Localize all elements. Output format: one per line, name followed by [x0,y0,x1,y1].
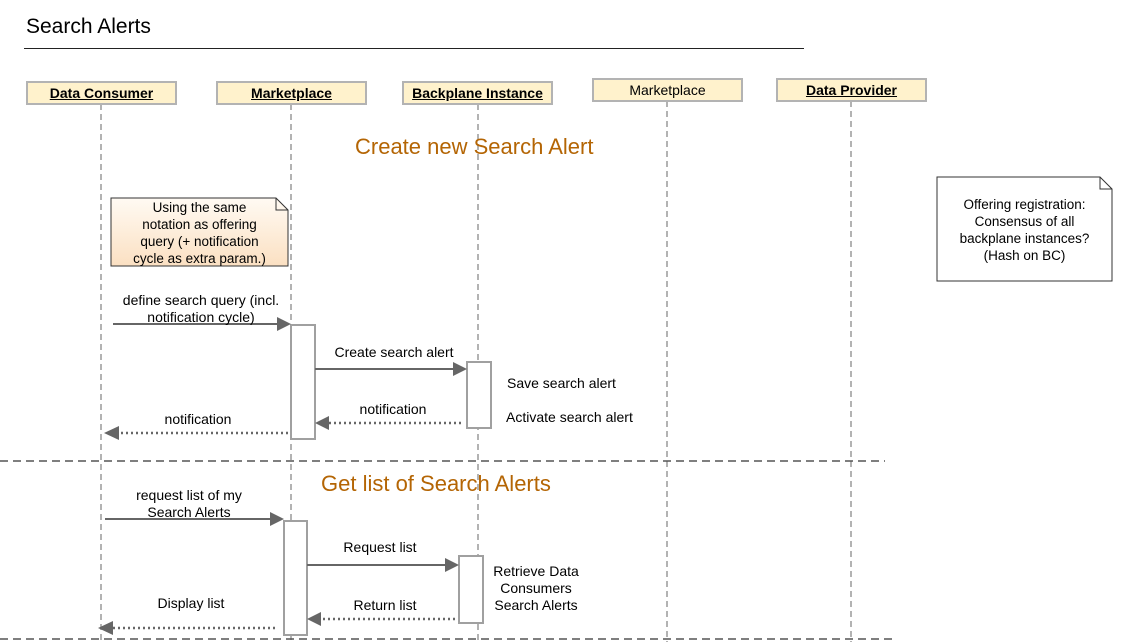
note-notation-fold [275,198,288,211]
message-line: request list of my [136,487,242,503]
actor-label: Marketplace [251,85,332,101]
actor-marketplace: Marketplace [216,81,367,105]
message-activate-alert: Activate search alert [506,409,633,425]
message-save-alert: Save search alert [507,375,616,391]
note-notation-shape [110,197,289,267]
arrowhead-display-list [98,621,113,635]
arrowhead-create-alert [453,362,467,376]
message-define-query: define search query (incl. notification … [106,292,296,326]
activation-marketplace-2 [283,520,308,636]
note-line: backplane instances? [959,230,1090,246]
note-registration-fold [1099,177,1112,190]
message-line: Search Alerts [147,504,231,520]
message-line: Search Alerts [494,597,578,613]
message-line: define search query (incl. [122,292,280,308]
message-line: Consumers [500,580,572,596]
actor-label: Marketplace [629,82,706,98]
message-retrieve: Retrieve Data Consumers Search Alerts [484,563,588,614]
section-title-list: Get list of Search Alerts [321,471,551,496]
note-registration: Offering registration: Consensus of all … [937,178,1112,281]
actor-label: Backplane Instance [412,85,543,101]
title-underline [24,48,804,49]
message-request-list-my: request list of my Search Alerts [104,487,274,521]
message-request-list: Request list [343,539,417,555]
message-return-list: Return list [353,597,417,613]
actor-data-provider: Data Provider [776,78,927,102]
message-create-alert: Create search alert [334,344,454,360]
message-line: notification cycle) [147,309,255,325]
activation-backplane-1 [466,361,492,429]
actor-label: Data Provider [805,82,898,98]
note-line: Offering registration: [963,196,1086,212]
arrowhead-return-list [307,612,321,626]
note-line: cycle as extra param.) [133,250,266,266]
message-notification-return: notification [359,401,427,417]
actor-label: Data Consumer [49,85,154,101]
section-title-create: Create new Search Alert [355,134,594,159]
arrowhead-request-list-my [270,512,284,526]
note-notation: Using the same notation as offering quer… [111,199,288,266]
actor-backplane-instance: Backplane Instance [402,81,553,105]
actor-data-consumer: Data Consumer [26,81,177,105]
message-notification-consumer: notification [164,411,232,427]
note-line: Using the same [152,199,247,215]
arrowhead-request-list [445,558,459,572]
note-line: notation as offering [142,216,257,232]
note-registration-shape [936,176,1113,282]
arrowhead-notification-consumer [104,426,119,440]
arrowhead-define-query [277,317,291,331]
note-line: (Hash on BC) [983,247,1066,263]
note-line: Consensus of all [974,213,1075,229]
page-title: Search Alerts [26,15,151,38]
activation-marketplace-1 [290,324,316,440]
arrowhead-notification-return [315,416,329,430]
message-line: Retrieve Data [493,563,579,579]
message-display-list: Display list [157,595,225,611]
note-line: query (+ notification [140,233,259,249]
activation-backplane-2 [458,555,484,624]
actor-marketplace-2: Marketplace [592,78,743,102]
